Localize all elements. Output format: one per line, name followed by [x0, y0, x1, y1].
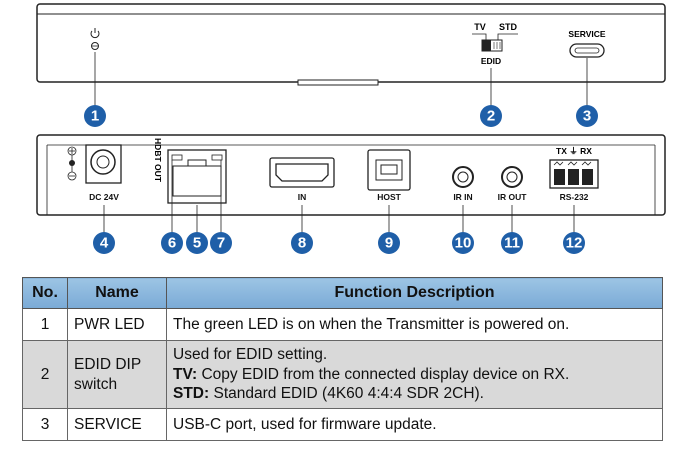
svg-text:7: 7	[217, 235, 225, 252]
svg-text:3: 3	[583, 108, 591, 125]
edid-desc-std: STD: Standard EDID (4K60 4:4:4 SDR 2CH).	[173, 384, 656, 403]
power-icon	[90, 28, 100, 39]
rs232-pins-label: TX ⏚ RX	[556, 146, 592, 156]
header-name: Name	[67, 277, 167, 309]
pwr-led-icon	[91, 42, 99, 50]
callout-2: 2	[480, 105, 502, 127]
svg-text:4: 4	[100, 235, 109, 252]
edid-desc-intro: Used for EDID setting.	[173, 346, 328, 364]
host-label: HOST	[377, 192, 401, 202]
table-row: 3 SERVICE USB-C port, used for firmware …	[22, 408, 663, 441]
callout-3: 3	[576, 105, 598, 127]
back-panel: DC 24V HDBT OUT IN HOST IR IN	[36, 134, 666, 216]
dc-24v-label: DC 24V	[89, 192, 119, 202]
tv-label: TV	[474, 22, 486, 32]
header-function-description: Function Description	[166, 277, 663, 309]
std-label: STD	[499, 22, 518, 32]
callout-leaders	[94, 52, 588, 234]
svg-text:8: 8	[298, 235, 306, 252]
hdbt-out-label: HDBT OUT	[153, 138, 163, 183]
tv-term: TV:	[173, 365, 198, 383]
edid-desc-tv: TV: Copy EDID from the connected display…	[173, 365, 656, 384]
svg-text:2: 2	[487, 108, 495, 125]
svg-text:1: 1	[91, 108, 99, 125]
table-row: 2 EDID DIP switch Used for EDID setting.…	[22, 340, 663, 409]
in-label: IN	[298, 192, 307, 202]
callout-10: 10	[452, 232, 474, 254]
header-no: No.	[22, 277, 68, 309]
function-table: No. Name Function Description 1 PWR LED …	[22, 277, 663, 441]
device-diagram: TV STD EDID SERVICE	[36, 3, 666, 254]
tv-desc: Copy EDID from the connected display dev…	[201, 365, 570, 383]
rs232-label: RS-232	[560, 192, 589, 202]
service-label: SERVICE	[568, 29, 605, 39]
front-panel: TV STD EDID SERVICE	[36, 3, 666, 86]
hdmi-in-port[interactable]	[269, 157, 335, 188]
std-term: STD:	[173, 385, 210, 403]
ir-out-label: IR OUT	[498, 192, 528, 202]
row-no: 3	[22, 408, 68, 441]
row-name: EDID DIP switch	[67, 340, 167, 409]
svg-text:11: 11	[504, 235, 520, 252]
ir-out-port[interactable]	[501, 166, 523, 188]
edid-label: EDID	[481, 56, 501, 66]
std-desc: Standard EDID (4K60 4:4:4 SDR 2CH).	[213, 385, 484, 403]
edid-dip-switch[interactable]	[481, 39, 503, 52]
host-usb-b-port[interactable]	[367, 149, 411, 191]
svg-text:6: 6	[168, 235, 176, 252]
rs232-terminal-block[interactable]	[549, 159, 599, 189]
callout-11: 11	[501, 232, 523, 254]
service-usbc-port[interactable]	[569, 43, 605, 58]
hdbt-out-rj45-port[interactable]	[167, 149, 227, 204]
table-row: 1 PWR LED The green LED is on when the T…	[22, 308, 663, 341]
callout-8: 8	[291, 232, 313, 254]
row-name: PWR LED	[67, 308, 167, 341]
row-no: 2	[22, 340, 68, 409]
svg-text:10: 10	[455, 235, 472, 252]
callout-12: 12	[563, 232, 585, 254]
dc-power-jack[interactable]	[85, 144, 122, 184]
row-desc: USB-C port, used for firmware update.	[166, 408, 663, 441]
svg-text:12: 12	[566, 235, 583, 252]
row-desc: Used for EDID setting. TV: Copy EDID fro…	[166, 340, 663, 409]
callout-1: 1	[84, 105, 106, 127]
callout-5: 5	[186, 232, 208, 254]
callout-6: 6	[161, 232, 183, 254]
svg-text:5: 5	[193, 235, 201, 252]
row-desc: The green LED is on when the Transmitter…	[166, 308, 663, 341]
callout-7: 7	[210, 232, 232, 254]
ir-in-port[interactable]	[452, 166, 474, 188]
callout-9: 9	[378, 232, 400, 254]
dc-polarity-icon	[67, 146, 77, 181]
ir-in-label: IR IN	[453, 192, 472, 202]
row-no: 1	[22, 308, 68, 341]
svg-text:9: 9	[385, 235, 393, 252]
callout-4: 4	[93, 232, 115, 254]
row-name: SERVICE	[67, 408, 167, 441]
table-header-row: No. Name Function Description	[22, 277, 663, 309]
